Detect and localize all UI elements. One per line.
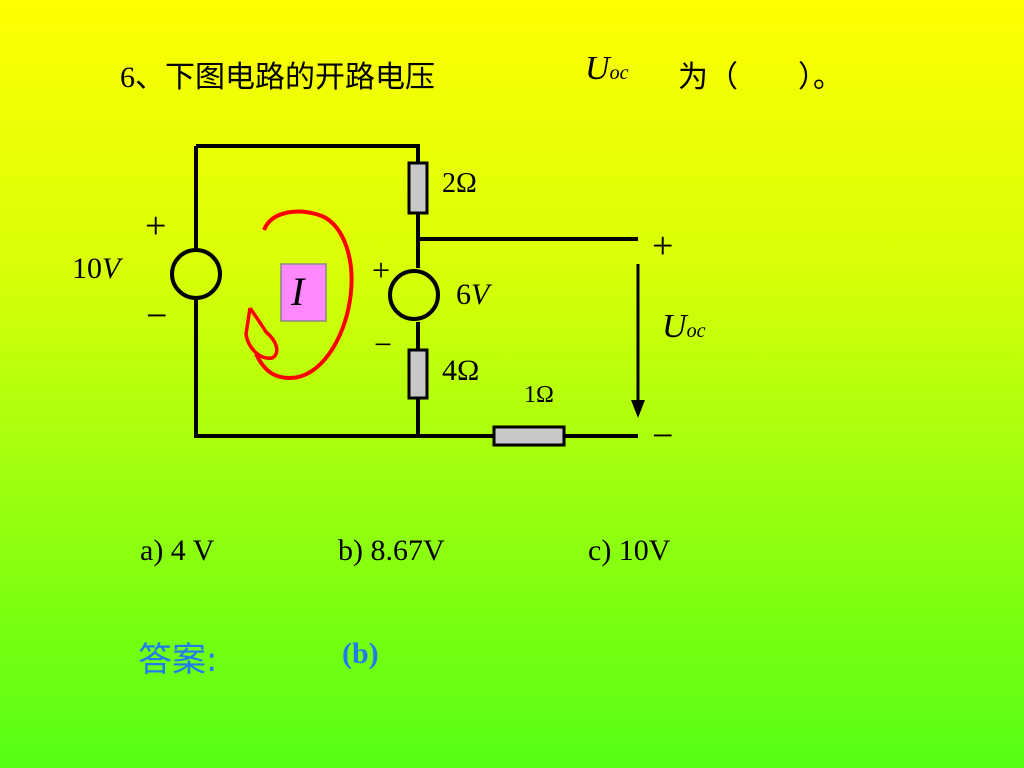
wire-top bbox=[196, 144, 420, 164]
voltage-source-10v bbox=[170, 248, 222, 300]
source-left-number: 10 bbox=[72, 252, 102, 285]
source-left-value: 10V bbox=[72, 252, 120, 286]
source-left-minus: − bbox=[146, 295, 168, 337]
question-uoc: Uoc bbox=[585, 50, 628, 88]
uoc-arrow-head bbox=[631, 400, 645, 418]
loop-current-box bbox=[280, 263, 327, 322]
terminal-plus: + bbox=[652, 225, 674, 267]
current-loop-annotation bbox=[254, 209, 354, 381]
resistor-1ohm bbox=[492, 425, 566, 447]
option-a: a) 4 V bbox=[140, 534, 215, 567]
terminal-minus: − bbox=[652, 415, 674, 457]
current-direction-arrow bbox=[244, 307, 279, 360]
option-b: b) 8.67V bbox=[338, 534, 445, 567]
source-left-plus: + bbox=[145, 205, 167, 247]
r-top-label: 2Ω bbox=[442, 168, 477, 199]
voltage-source-6v bbox=[388, 269, 440, 321]
option-c: c) 10V bbox=[588, 534, 671, 567]
question-prefix: 6、下图电路的开路电压 bbox=[120, 61, 435, 94]
uoc-main: U bbox=[585, 50, 610, 87]
loop-current-label: I bbox=[291, 269, 305, 314]
resistor-4ohm bbox=[407, 348, 429, 400]
source-mid-value: 6V bbox=[456, 278, 489, 312]
source-mid-minus: − bbox=[374, 326, 393, 362]
answer-label: 答案: bbox=[138, 640, 218, 680]
terminal-uoc: Uoc bbox=[662, 308, 705, 346]
terminal-uoc-sub: oc bbox=[686, 320, 706, 342]
uoc-sub: oc bbox=[609, 62, 629, 84]
source-left-unit: V bbox=[102, 252, 121, 285]
terminal-uoc-main: U bbox=[662, 308, 687, 345]
answer-value: (b) bbox=[342, 637, 379, 670]
r-bottom-label: 1Ω bbox=[524, 382, 554, 408]
wire-left-lower bbox=[194, 298, 418, 438]
source-mid-unit: V bbox=[471, 278, 490, 311]
r-mid-label: 4Ω bbox=[442, 354, 480, 387]
resistor-2ohm bbox=[407, 161, 429, 215]
question-suffix: 为（ ）。 bbox=[678, 61, 843, 94]
source-mid-plus: + bbox=[372, 252, 391, 288]
question-text: 6、下图电路的开路电压 bbox=[120, 52, 435, 96]
source-mid-number: 6 bbox=[456, 278, 471, 311]
